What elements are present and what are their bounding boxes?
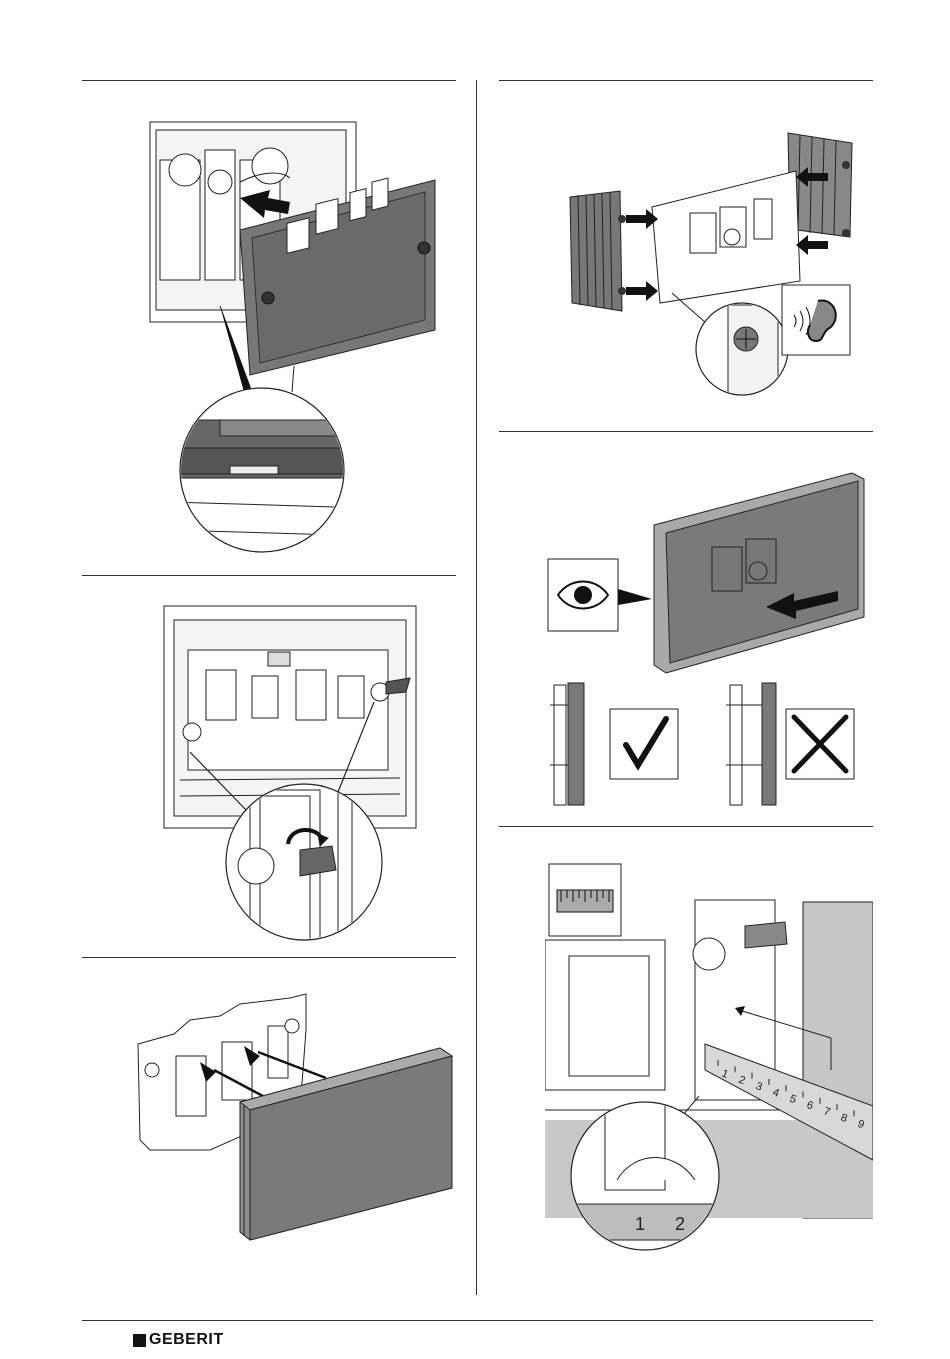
footer-rule [82,1320,873,1321]
divider-left-2 [82,575,456,576]
correct-mount-side-view [550,683,584,805]
step-4-svg [560,125,865,405]
divider-left-top [82,80,456,81]
step-5-illustration [540,465,870,810]
step-1-svg [140,120,460,560]
divider-right-2 [499,431,873,432]
brand-name: GEBERIT [149,1332,224,1348]
step-4-illustration [560,125,865,405]
incorrect-mount-side-view [726,683,776,805]
brand-logo: GEBERIT [133,1332,224,1348]
step-3-svg [130,990,460,1250]
step-2-illustration [160,600,420,945]
divider-right-3 [499,826,873,827]
step-2-svg [160,600,420,945]
divider-left-3 [82,957,456,958]
ruler-detail-mark: 2 [675,1214,685,1234]
ruler-detail-mark: 1 [635,1214,645,1234]
square-mark-icon [133,1334,146,1347]
column-divider [476,80,477,1295]
step-1-illustration [140,120,460,560]
step-5-svg [540,465,870,810]
divider-right-top [499,80,873,81]
ruler-icon [557,890,613,912]
step-3-illustration [130,990,460,1250]
